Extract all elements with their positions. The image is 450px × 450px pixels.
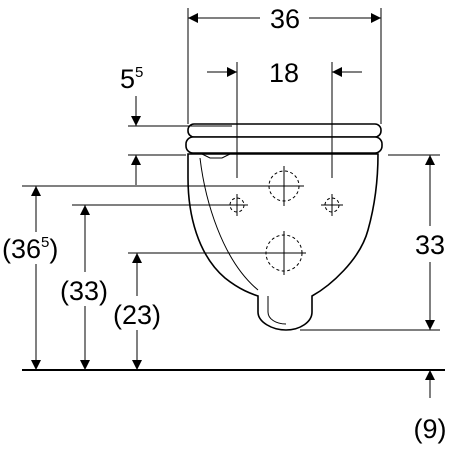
dim-label-33-paren: (33) bbox=[60, 276, 108, 306]
seat bbox=[185, 136, 383, 154]
dim-label-36: 36 bbox=[270, 4, 300, 34]
bowl-body bbox=[187, 153, 379, 331]
dim-label-9: (9) bbox=[414, 414, 447, 444]
rim-curve bbox=[199, 157, 259, 291]
dim-label-365: (365) bbox=[2, 234, 58, 264]
seat-hinge bbox=[199, 152, 233, 159]
outlet-inner-line bbox=[267, 296, 287, 325]
dim-label-18: 18 bbox=[269, 58, 299, 88]
dim-label-55: 55 bbox=[120, 64, 143, 94]
dim-label-23: (23) bbox=[113, 300, 161, 330]
dim-label-33: 33 bbox=[415, 230, 445, 260]
